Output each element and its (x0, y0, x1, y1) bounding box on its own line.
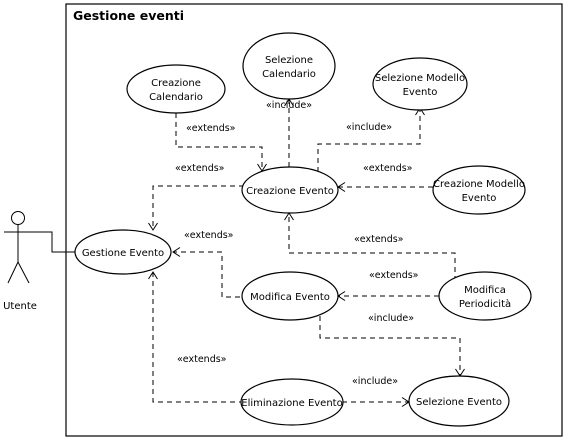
use-case-label: Periodicità (459, 298, 511, 310)
rel-label-extends: «extends» (175, 163, 225, 174)
rel-calendario-creazione (175, 113, 263, 171)
use-case-selezione-calendario: Selezione Calendario (242, 32, 336, 100)
use-case-label: Calendario (149, 92, 203, 103)
rel-creazione-selmodello (317, 108, 421, 172)
system-title: Gestione eventi (73, 8, 184, 23)
use-case-label: Modifica (464, 285, 506, 296)
use-case-modifica-evento: Modifica Evento (241, 271, 339, 321)
use-case-label: Creazione (151, 78, 201, 89)
use-case-label: Gestione Evento (82, 248, 164, 259)
use-case-ellipse (408, 375, 510, 427)
use-case-label: Modifica Evento (250, 292, 330, 303)
use-case-label: Creazione Modello (433, 179, 525, 190)
use-case-label: Creazione Evento (246, 186, 334, 197)
rel-label-include: «include» (368, 313, 414, 324)
use-case-label: Selezione (265, 55, 313, 66)
rel-periodicita-creazione (288, 213, 456, 281)
actor-head (11, 211, 25, 225)
actor-utente: Utente (3, 211, 37, 312)
rel-label-include: «include» (352, 376, 398, 387)
actor-leg-right (17, 261, 30, 284)
arrowhead (172, 247, 181, 257)
use-case-selezione-modello-evento: Selezione Modello Evento (372, 57, 468, 111)
use-case-ellipse (438, 271, 532, 321)
actor-leg-left (7, 261, 19, 284)
rel-label-extends: «extends» (363, 163, 413, 174)
use-case-label: Calendario (262, 69, 316, 80)
use-case-ellipse (240, 378, 344, 426)
use-case-creazione-calendario: Creazione Calendario (126, 64, 226, 114)
rel-label-include: «include» (346, 122, 392, 133)
use-case-ellipse (372, 57, 468, 111)
association-line (33, 231, 81, 253)
use-case-eliminazione-evento: Eliminazione Evento (240, 378, 344, 426)
rel-creazione-gestione (152, 185, 244, 230)
use-case-label: Selezione Evento (416, 397, 502, 408)
rel-modifica-selevento (319, 316, 461, 376)
use-case-ellipse (432, 165, 526, 215)
use-case-ellipse (74, 229, 172, 275)
rel-modifica-gestione (173, 251, 240, 298)
use-case-label: Evento (403, 87, 438, 98)
arrowhead (148, 222, 158, 231)
use-case-ellipse (242, 32, 336, 100)
arrowhead (148, 271, 158, 280)
use-case-ellipse (126, 64, 226, 114)
use-case-label: Selezione Modello (375, 73, 465, 84)
rel-label-include: «include» (266, 100, 312, 111)
use-case-ellipse (241, 166, 339, 214)
rel-label-extends: «extends» (184, 230, 234, 241)
rel-label-extends: «extends» (186, 123, 236, 134)
actor-label: Utente (3, 301, 37, 312)
use-case-modifica-periodicita: Modifica Periodicità (438, 271, 532, 321)
use-case-creazione-modello-evento: Creazione Modello Evento (432, 165, 526, 215)
use-case-ellipse (241, 271, 339, 321)
use-case-creazione-evento: Creazione Evento (241, 166, 339, 214)
use-case-gestione-evento: Gestione Evento (74, 229, 172, 275)
rel-label-extends: «extends» (354, 234, 404, 245)
use-case-selezione-evento: Selezione Evento (408, 375, 510, 427)
use-case-label: Eliminazione Evento (241, 398, 342, 409)
rel-label-extends: «extends» (369, 270, 419, 281)
use-case-label: Evento (462, 193, 497, 204)
rel-eliminazione-gestione (152, 272, 244, 403)
rel-label-extends: «extends» (177, 354, 227, 365)
